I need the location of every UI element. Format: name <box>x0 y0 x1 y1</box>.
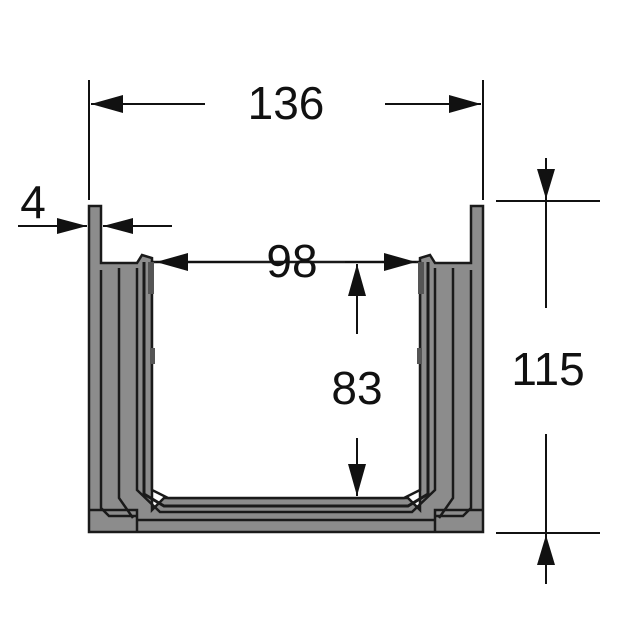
left-seat-notch <box>148 262 154 294</box>
left-wall-outer-web <box>99 270 137 518</box>
inner-width-arrow-right <box>384 253 416 271</box>
thickness-arrow-left <box>57 218 87 234</box>
inner-depth-label: 83 <box>331 362 382 414</box>
right-wall-inner-web <box>437 268 455 519</box>
left-foot-block <box>89 508 139 532</box>
right-lock-notch <box>417 348 422 364</box>
inner-width-label: 98 <box>266 235 317 287</box>
channel-outline <box>87 204 485 534</box>
overall-width-label: 136 <box>248 77 325 129</box>
left-wall-liner <box>142 262 430 508</box>
channel-body <box>87 204 485 534</box>
dimension-overall-width: 136 <box>88 77 484 200</box>
left-wall-face <box>135 268 437 514</box>
height-arrow-top <box>537 169 555 199</box>
height-arrow-bottom <box>537 535 555 565</box>
depth-arrow-top <box>348 264 366 296</box>
depth-arrow-bottom <box>348 464 366 496</box>
right-foot-block <box>433 508 483 532</box>
inner-width-arrow-left <box>156 253 188 271</box>
thickness-arrow-right <box>103 218 133 234</box>
dimension-wall-thickness: 4 <box>18 176 172 234</box>
dimension-overall-height: 115 <box>496 158 600 584</box>
wall-thickness-label: 4 <box>20 176 46 228</box>
width-arrow-right <box>449 95 481 113</box>
width-arrow-left <box>91 95 123 113</box>
overall-height-label: 115 <box>511 343 584 395</box>
left-lock-notch <box>150 348 155 364</box>
dimension-inner-depth: 83 <box>331 264 383 496</box>
right-wall-outer-web <box>435 270 473 518</box>
left-wall-inner-web <box>117 268 135 519</box>
right-seat-notch <box>418 262 424 294</box>
dimension-inner-width: 98 <box>156 235 416 287</box>
